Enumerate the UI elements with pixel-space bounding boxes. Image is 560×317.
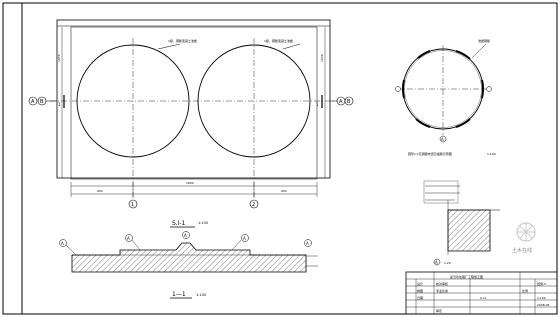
tb-row1-label: 设计 [417,281,423,286]
section-marker-3-label: A [184,233,187,238]
dim-text-right: 900 [281,189,287,193]
plan-scale: 1:100 [198,221,208,225]
section-marker-1 [59,239,67,247]
section-marker-4-leader [231,239,242,251]
section-marker-2-leader [131,239,141,251]
tb-scale-value: 1:100 [537,296,546,300]
axis-bubble-bottom-2 [249,199,259,209]
tb-row2-label: 制图 [417,288,423,293]
section-marker-4-label: A [243,236,246,241]
circle-detail-caption: 圆形1:1及钢筋布置及插筋示意图 [408,151,452,156]
rebar-arc-5 [415,118,431,128]
circle-detail-bottom-label: A [441,137,444,142]
tank-left-leader-line [157,43,181,50]
watermark-logo: 土木在线 [512,222,536,254]
tank-left-leader-text: 1级、钢筋混凝土池壁 [168,38,197,43]
circle-detail-leader-text: 池壁钢筋 [478,38,490,43]
left-dim-text: 1050 [57,54,61,62]
rebar-arc-1 [417,50,431,59]
axis-label-left-b: B [40,99,44,105]
axis-bubble-left-b [37,96,47,106]
tank-right-leader-text: 1级、钢筋混凝土池壁 [264,38,293,43]
axis-label-right-a: A [339,99,343,105]
rebar-arc-3 [481,79,485,99]
tb-row1-value: 校对审核 [436,281,448,286]
circle-detail-right-node [486,86,492,92]
title-block: 某污水处理厂工程施工图 结施-5 设计 校对审核 制图 专业负责 日期 审定 S… [405,271,558,315]
dim-text-top: 1800 [186,181,194,185]
joint-detail-scale: 1:20 [444,261,451,265]
axis-bubble-left-a [28,96,38,106]
plan-title: S.l-1 [172,220,186,227]
tb-project: 某污水处理厂工程施工图 [450,274,483,279]
section-marker-5-label: A [306,241,309,246]
watermark-text: 土木在线 [512,247,532,254]
tb-date: 2008.06 [537,303,549,307]
section-view: A A A A A 1—1 1:100 [59,231,318,299]
joint-note-box [423,180,459,204]
section-marker-4 [241,234,249,242]
tank-right-leader-line [282,43,301,50]
tb-row3-value: 审定 [436,308,442,313]
joint-detail: A 1:20 土木在线 [423,180,536,266]
rebar-arc-2 [455,50,471,60]
rebar-arc-4 [455,118,471,128]
section-title: 1—1 [172,291,186,298]
circle-detail-leader [471,43,487,59]
circle-detail-scale: 1:100 [487,152,496,156]
cut-label-left: 1 [58,102,61,107]
cut-label-right: 1 [316,102,319,107]
axis-label-bottom-2: 2 [252,202,255,208]
section-marker-3 [182,231,190,239]
plan-view: 1级、钢筋混凝土池壁 1级、钢筋混凝土池壁 1050 1050 1800 900… [28,19,354,228]
plan-slab-outline [56,19,331,179]
rebar-arc-6 [401,79,405,99]
circle-detail: A 池壁钢筋 圆形1:1及钢筋布置及插筋示意图 1:100 [395,38,496,156]
axis-label-left-a: A [31,99,35,105]
joint-detail-profile [447,209,491,252]
section-marker-5 [304,239,312,247]
tb-row3-label: 日期 [417,295,423,300]
circle-detail-bottom-node [439,135,447,143]
section-marker-2-label: A [127,236,130,241]
joint-detail-node [433,258,441,266]
axis-bubble-bottom-1 [128,199,138,209]
dim-text-left: 900 [97,189,103,193]
tb-scale-label: 比例 [522,288,528,293]
plan-slab-inner [70,26,318,180]
section-marker-1-label: A [61,241,64,246]
axis-label-right-b: B [347,99,351,105]
circle-detail-left-node [395,86,401,92]
tb-row2-value: 专业负责 [436,288,448,293]
axis-label-bottom-1: 1 [131,202,134,208]
axis-bubble-right-b [344,96,354,106]
section-marker-2 [125,234,133,242]
section-marker-1-leader [65,244,77,256]
section-scale: 1:100 [196,293,206,297]
joint-detail-node-label: A [435,260,438,265]
tb-drawing-no: 结施-5 [537,281,546,286]
tb-sheet-name: S.l-1 [480,296,487,300]
right-dim-text: 1050 [320,54,324,62]
section-profile [71,242,307,273]
